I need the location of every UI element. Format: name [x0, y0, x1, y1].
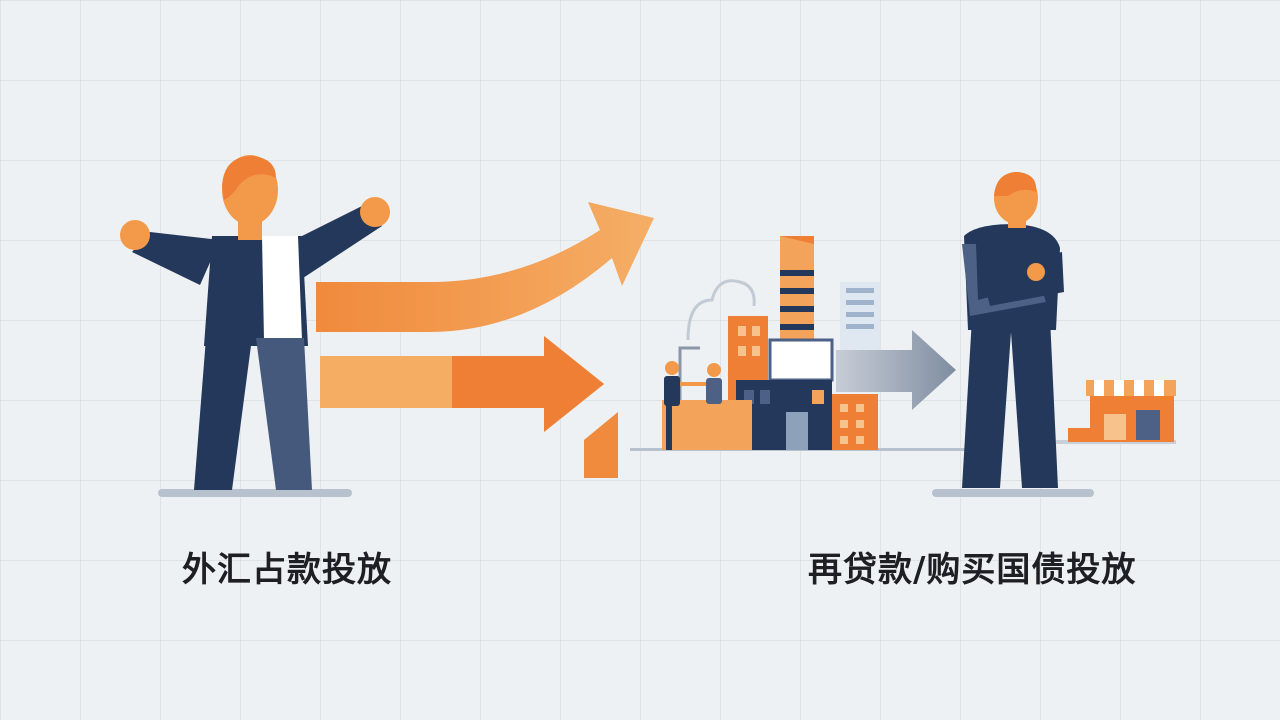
person-arms-spread-icon	[120, 155, 390, 497]
left-figure-arm-left	[132, 232, 220, 285]
left-figure-leg-left	[194, 338, 252, 490]
central-building-windows	[744, 390, 824, 404]
tall-tower-cap	[780, 236, 814, 244]
cloud-outline	[686, 279, 756, 341]
handshake-people-icon	[664, 361, 722, 450]
orange-front-block	[662, 400, 752, 450]
left-figure-leg-right	[256, 338, 312, 490]
shop-door	[1104, 414, 1126, 440]
right-figure-arm-front	[986, 252, 1064, 306]
orange-arrows	[316, 202, 654, 478]
right-figure-leg-right	[1010, 318, 1058, 488]
storefront-icon	[1056, 380, 1176, 444]
left-figure-arm-right	[298, 206, 382, 280]
right-figure-hair	[994, 172, 1037, 196]
left-figure-hand-left	[120, 220, 150, 250]
shop-awning-stripes	[1094, 380, 1164, 396]
left-figure-hair	[222, 156, 276, 200]
tall-tower-stripes	[780, 270, 814, 330]
shop-awning	[1086, 380, 1176, 396]
shop-window	[1136, 410, 1160, 440]
light-blue-building-windows	[846, 288, 874, 329]
caption-right: 再贷款/购买国债投放	[808, 550, 1137, 590]
right-figure-hand	[1027, 263, 1045, 281]
small-orange-building	[832, 394, 878, 450]
top-curved-arrow	[316, 202, 654, 332]
city-buildings-icon	[630, 236, 990, 451]
person-arms-crossed-icon	[932, 172, 1094, 497]
left-figure-shirt	[262, 236, 302, 340]
caption-left: 外汇占款投放	[182, 550, 392, 590]
right-figure-leg-left	[962, 318, 1012, 488]
right-ground-line	[932, 489, 1094, 497]
central-building-door	[786, 412, 808, 450]
small-orange-building-windows	[840, 404, 864, 444]
framed-building	[768, 338, 834, 382]
left-ground-line	[158, 489, 352, 497]
left-figure-hand-right	[360, 197, 390, 227]
bottom-arrow-dark-section	[452, 336, 604, 432]
orange-mid-building-windows	[738, 326, 760, 356]
arrow-shard	[584, 412, 618, 478]
gray-arrow	[836, 330, 956, 410]
shop-body	[1090, 394, 1174, 442]
